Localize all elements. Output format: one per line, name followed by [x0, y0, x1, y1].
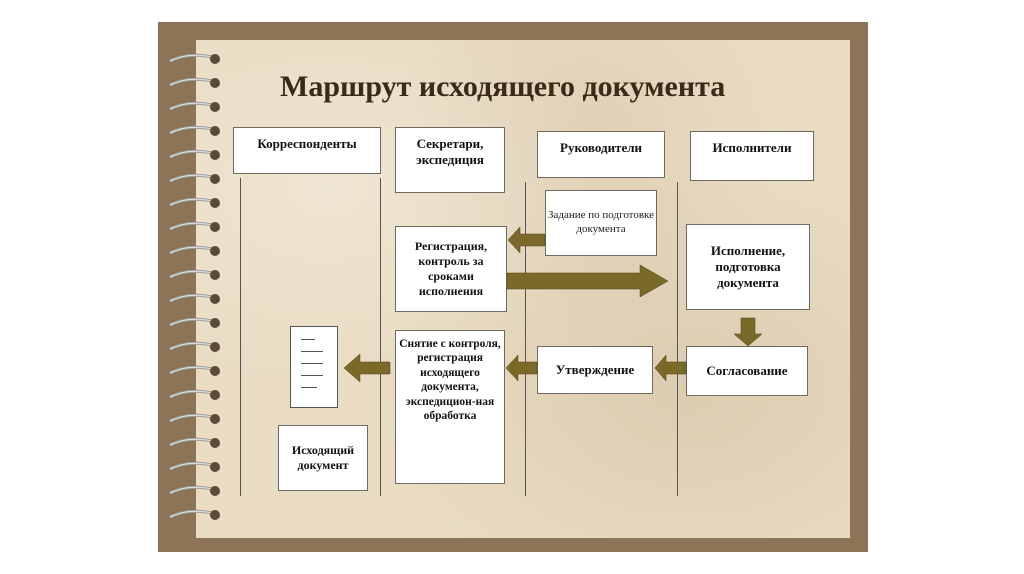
spiral-ring [168, 196, 224, 210]
spiral-ring [168, 364, 224, 378]
arrow-left [505, 354, 538, 382]
column-header-secretaries: Секретари, экспедиция [395, 127, 505, 193]
spiral-ring [168, 412, 224, 426]
spiral-ring [168, 460, 224, 474]
step-approval: Утверждение [537, 346, 653, 394]
step-approval-agreement: Согласование [686, 346, 808, 396]
arrow-right [506, 264, 669, 298]
column-header-executors: Исполнители [690, 131, 814, 181]
spiral-ring [168, 340, 224, 354]
spiral-ring [168, 100, 224, 114]
spiral-ring [168, 52, 224, 66]
spiral-ring [168, 148, 224, 162]
spiral-ring [168, 508, 224, 522]
column-header-correspondents: Корреспонденты [233, 127, 381, 174]
arrow-left [507, 226, 546, 254]
spiral-ring [168, 244, 224, 258]
spiral-ring [168, 316, 224, 330]
step-task: Задание по подготовке документа [545, 190, 657, 256]
lane-line [525, 182, 526, 496]
spiral-ring [168, 172, 224, 186]
spiral-ring [168, 388, 224, 402]
spiral-ring [168, 436, 224, 450]
lane-line [380, 178, 381, 496]
document-icon [290, 326, 338, 408]
column-header-managers: Руководители [537, 131, 665, 178]
step-outgoing-document: Исходящий документ [278, 425, 368, 491]
spiral-ring [168, 484, 224, 498]
spiral-ring [168, 220, 224, 234]
arrow-down [733, 317, 763, 347]
step-execution: Исполнение, подготовка документа [686, 224, 810, 310]
lane-line [677, 182, 678, 496]
spiral-ring [168, 268, 224, 282]
lane-line [240, 178, 241, 496]
step-removal: Снятие с контроля, регистрация исходящег… [395, 330, 505, 484]
diagram-title: Маршрут исходящего документа [280, 70, 726, 103]
spiral-ring [168, 124, 224, 138]
arrow-left [343, 353, 391, 383]
spiral-ring [168, 292, 224, 306]
step-registration: Регистрация, контроль за сроками исполне… [395, 226, 507, 312]
spiral-ring [168, 76, 224, 90]
arrow-left [654, 354, 687, 382]
